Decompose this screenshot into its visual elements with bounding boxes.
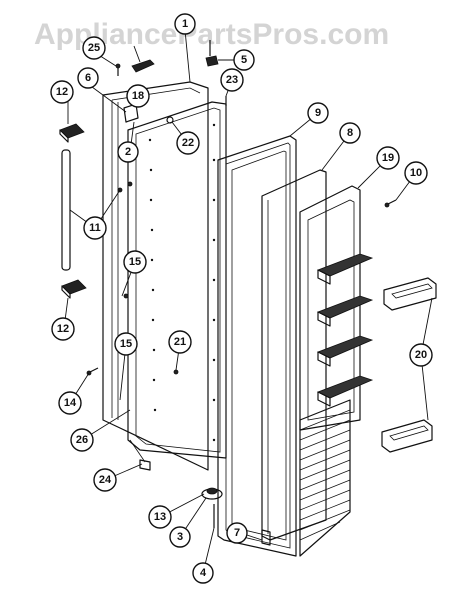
callout-14: 14	[58, 391, 82, 415]
leader-lines	[63, 29, 433, 574]
callout-label: 14	[64, 397, 77, 409]
callout-label: 11	[89, 222, 101, 234]
callout-24: 24	[93, 468, 117, 492]
door-outer-panel	[102, 81, 227, 471]
callout-label: 2	[125, 146, 131, 158]
callout-label: 24	[99, 474, 112, 486]
callout-20: 20	[409, 343, 433, 367]
callout-10: 10	[404, 161, 428, 185]
callout-5: 5	[233, 49, 255, 71]
callout-label: 20	[415, 349, 427, 361]
handle-cap-top	[59, 123, 85, 143]
callout-13: 13	[148, 505, 172, 529]
door-inner-liner	[299, 185, 374, 557]
door-handle	[61, 149, 71, 271]
callout-label: 12	[57, 323, 69, 335]
callout-label: 19	[382, 152, 394, 164]
callout-12-bottom: 12	[51, 317, 75, 341]
callout-21: 21	[168, 330, 192, 354]
callout-25: 25	[82, 36, 106, 60]
callout-label: 22	[182, 137, 194, 149]
callout-6: 6	[77, 67, 99, 89]
callout-3: 3	[169, 526, 191, 548]
rivet-holes	[148, 123, 216, 442]
callout-label: 25	[88, 42, 100, 54]
callout-23: 23	[220, 68, 244, 92]
callout-label: 18	[132, 90, 144, 102]
callout-7: 7	[226, 522, 248, 544]
callout-label: 3	[177, 531, 183, 543]
door-breaker-strip	[261, 169, 327, 546]
door-gasket	[217, 135, 297, 557]
callout-19: 19	[376, 146, 400, 170]
callout-label: 21	[174, 336, 186, 348]
callout-11: 11	[83, 216, 107, 240]
callout-label: 26	[76, 434, 88, 446]
callout-label: 6	[85, 72, 91, 84]
callout-22: 22	[176, 131, 200, 155]
callout-26: 26	[70, 428, 94, 452]
callout-12-top: 12	[50, 80, 74, 104]
callout-label: 5	[241, 54, 247, 66]
callout-15-upper: 15	[123, 250, 147, 274]
callout-label: 1	[182, 18, 188, 30]
callout-label: 7	[234, 527, 240, 539]
callout-label: 8	[347, 127, 353, 139]
callout-label: 15	[129, 256, 141, 268]
callout-9: 9	[307, 102, 329, 124]
handle-cap-bottom	[61, 279, 87, 299]
liner-hatching	[299, 409, 351, 541]
callout-label: 12	[56, 86, 68, 98]
callout-1: 1	[174, 13, 196, 35]
door-bin-upper	[383, 277, 437, 311]
callout-label: 15	[120, 338, 132, 350]
callout-label: 9	[315, 107, 321, 119]
door-shelves	[317, 253, 374, 407]
callout-label: 10	[410, 167, 422, 179]
callout-8: 8	[339, 122, 361, 144]
callout-label: 13	[154, 511, 166, 523]
callout-15-lower: 15	[114, 332, 138, 356]
callout-4: 4	[192, 562, 214, 584]
door-bin-lower	[381, 419, 433, 453]
callout-label: 23	[226, 74, 238, 86]
callout-2: 2	[117, 141, 139, 163]
callout-18: 18	[126, 84, 150, 108]
callout-label: 4	[200, 567, 207, 579]
